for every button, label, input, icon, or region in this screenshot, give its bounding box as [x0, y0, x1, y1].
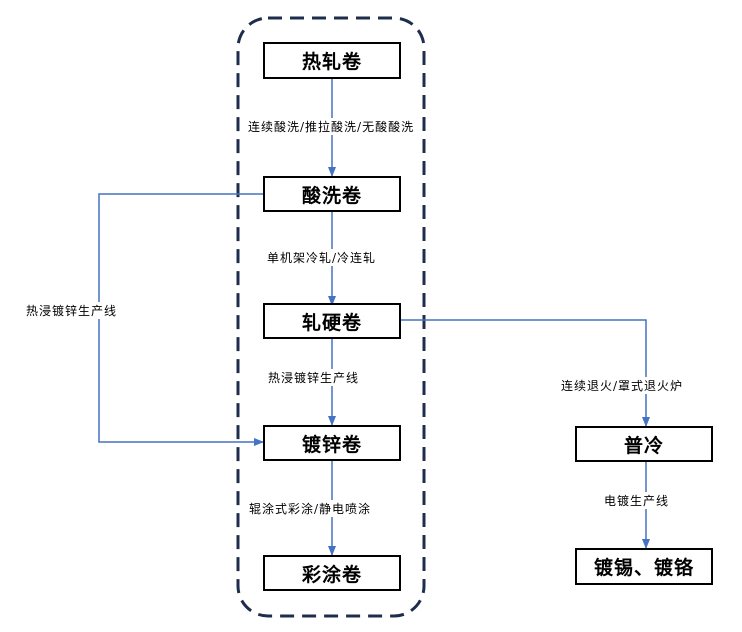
- arrow-pickled-to-galvanized: [98, 193, 265, 446]
- label-galvanizing-side: 热浸镀锌生产线: [26, 302, 118, 319]
- node-hard-rolled-coil: 轧硬卷: [263, 303, 401, 339]
- label-annealing: 连续退火/罩式退火炉: [561, 377, 684, 394]
- main-process-frame: [236, 16, 426, 618]
- label-cold-rolling: 单机架冷轧/冷连轧: [267, 249, 377, 266]
- node-color-coated-coil: 彩涂卷: [263, 555, 401, 591]
- node-tin-chrome-plated: 镀锡、镀铬: [575, 548, 713, 585]
- node-hot-rolled-coil: 热轧卷: [263, 42, 401, 79]
- node-cold-rolled: 普冷: [575, 426, 713, 462]
- label-pickling: 连续酸洗/推拉酸洗/无酸酸洗: [248, 118, 415, 135]
- node-galvanized-coil: 镀锌卷: [263, 425, 401, 461]
- label-electroplating: 电镀生产线: [604, 492, 670, 509]
- node-pickled-coil: 酸洗卷: [263, 176, 401, 212]
- label-coating: 辊涂式彩涂/静电喷涂: [249, 500, 372, 517]
- label-galvanizing-main: 热浸镀锌生产线: [268, 369, 360, 386]
- arrow-hard-to-cold-rolled: [400, 319, 650, 427]
